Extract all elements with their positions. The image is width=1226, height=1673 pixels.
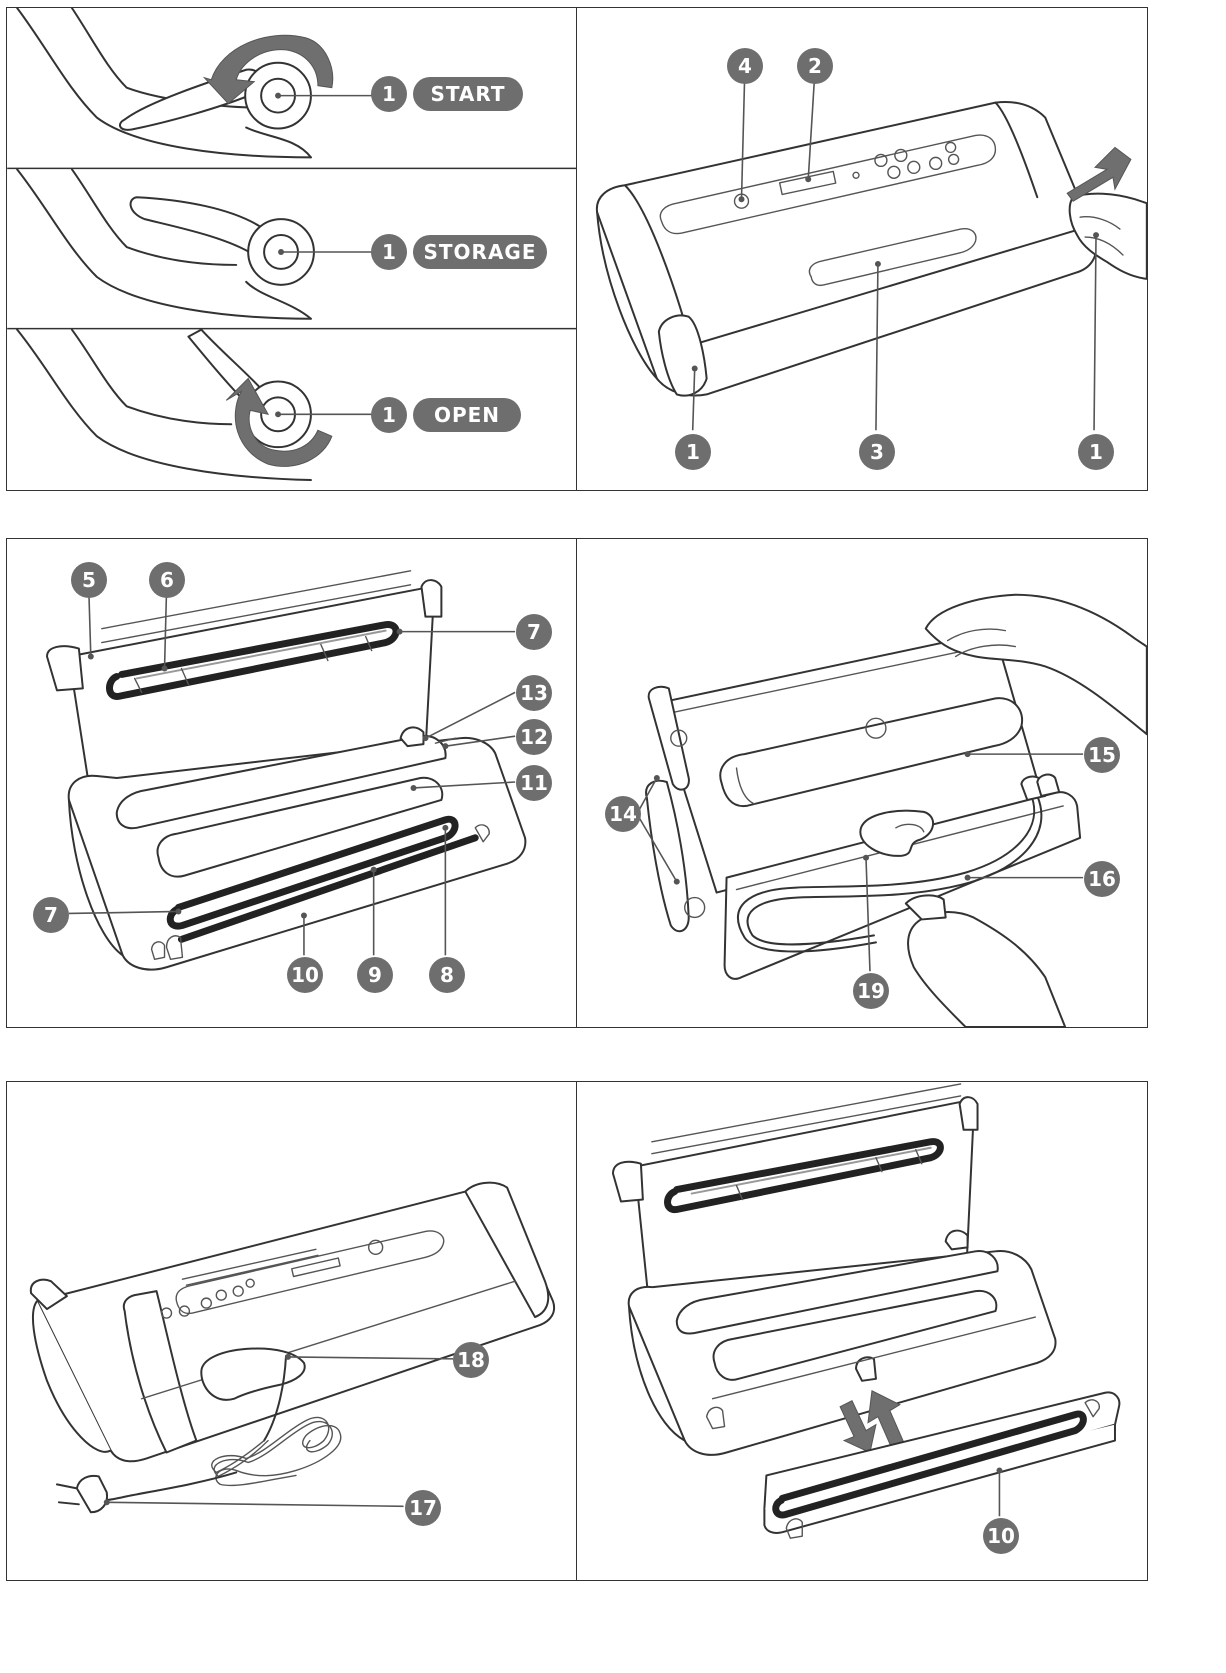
callout-1-open: 1 <box>371 397 407 433</box>
callout-2: 2 <box>797 48 833 84</box>
callout-11: 11 <box>516 765 552 801</box>
callout-19: 19 <box>853 973 889 1009</box>
callout-1-left-lever: 1 <box>675 434 711 470</box>
lever-storage-drawing <box>16 168 378 320</box>
callout-1-right-lever: 1 <box>1078 434 1114 470</box>
callout-15: 15 <box>1084 737 1120 773</box>
lever-start-drawing <box>16 8 378 159</box>
callout-18: 18 <box>453 1342 489 1378</box>
tray-view-panel: 10 <box>576 1081 1148 1581</box>
callout-4: 4 <box>727 48 763 84</box>
callout-16: 16 <box>1084 861 1120 897</box>
lid-view-panel: 14 15 16 19 <box>576 538 1148 1028</box>
callout-14: 14 <box>605 796 641 832</box>
callout-7-lower: 7 <box>33 897 69 933</box>
open-view-panel: 5 6 7 13 12 11 7 10 9 8 <box>6 538 578 1028</box>
storage-label: STORAGE <box>413 235 547 269</box>
callout-8: 8 <box>429 957 465 993</box>
start-label: START <box>413 77 523 111</box>
callout-13: 13 <box>516 675 552 711</box>
lever-positions-panel: 1 START 1 STORAGE 1 OPEN <box>6 7 578 491</box>
callout-5: 5 <box>71 562 107 598</box>
front-view-illustration <box>595 82 1147 431</box>
rear-view-panel: 18 17 <box>6 1081 578 1581</box>
lever-positions-illustration <box>7 8 577 482</box>
open-label: OPEN <box>413 398 521 432</box>
front-view-panel: 4 2 1 3 1 <box>576 7 1148 491</box>
tray-view-illustration <box>612 1083 1121 1539</box>
rear-view-illustration <box>29 1181 556 1514</box>
callout-1-start: 1 <box>371 76 407 112</box>
callout-7-upper: 7 <box>516 614 552 650</box>
callout-10: 10 <box>287 957 323 993</box>
lever-open-drawing <box>16 328 378 482</box>
callout-1-storage: 1 <box>371 234 407 270</box>
callout-10-tray: 10 <box>983 1518 1019 1554</box>
lid-view-illustration <box>636 593 1147 1027</box>
callout-9: 9 <box>357 957 393 993</box>
callout-3: 3 <box>859 434 895 470</box>
callout-17: 17 <box>405 1490 441 1526</box>
open-view-illustration <box>46 570 527 971</box>
callout-12: 12 <box>516 719 552 755</box>
callout-6: 6 <box>149 562 185 598</box>
